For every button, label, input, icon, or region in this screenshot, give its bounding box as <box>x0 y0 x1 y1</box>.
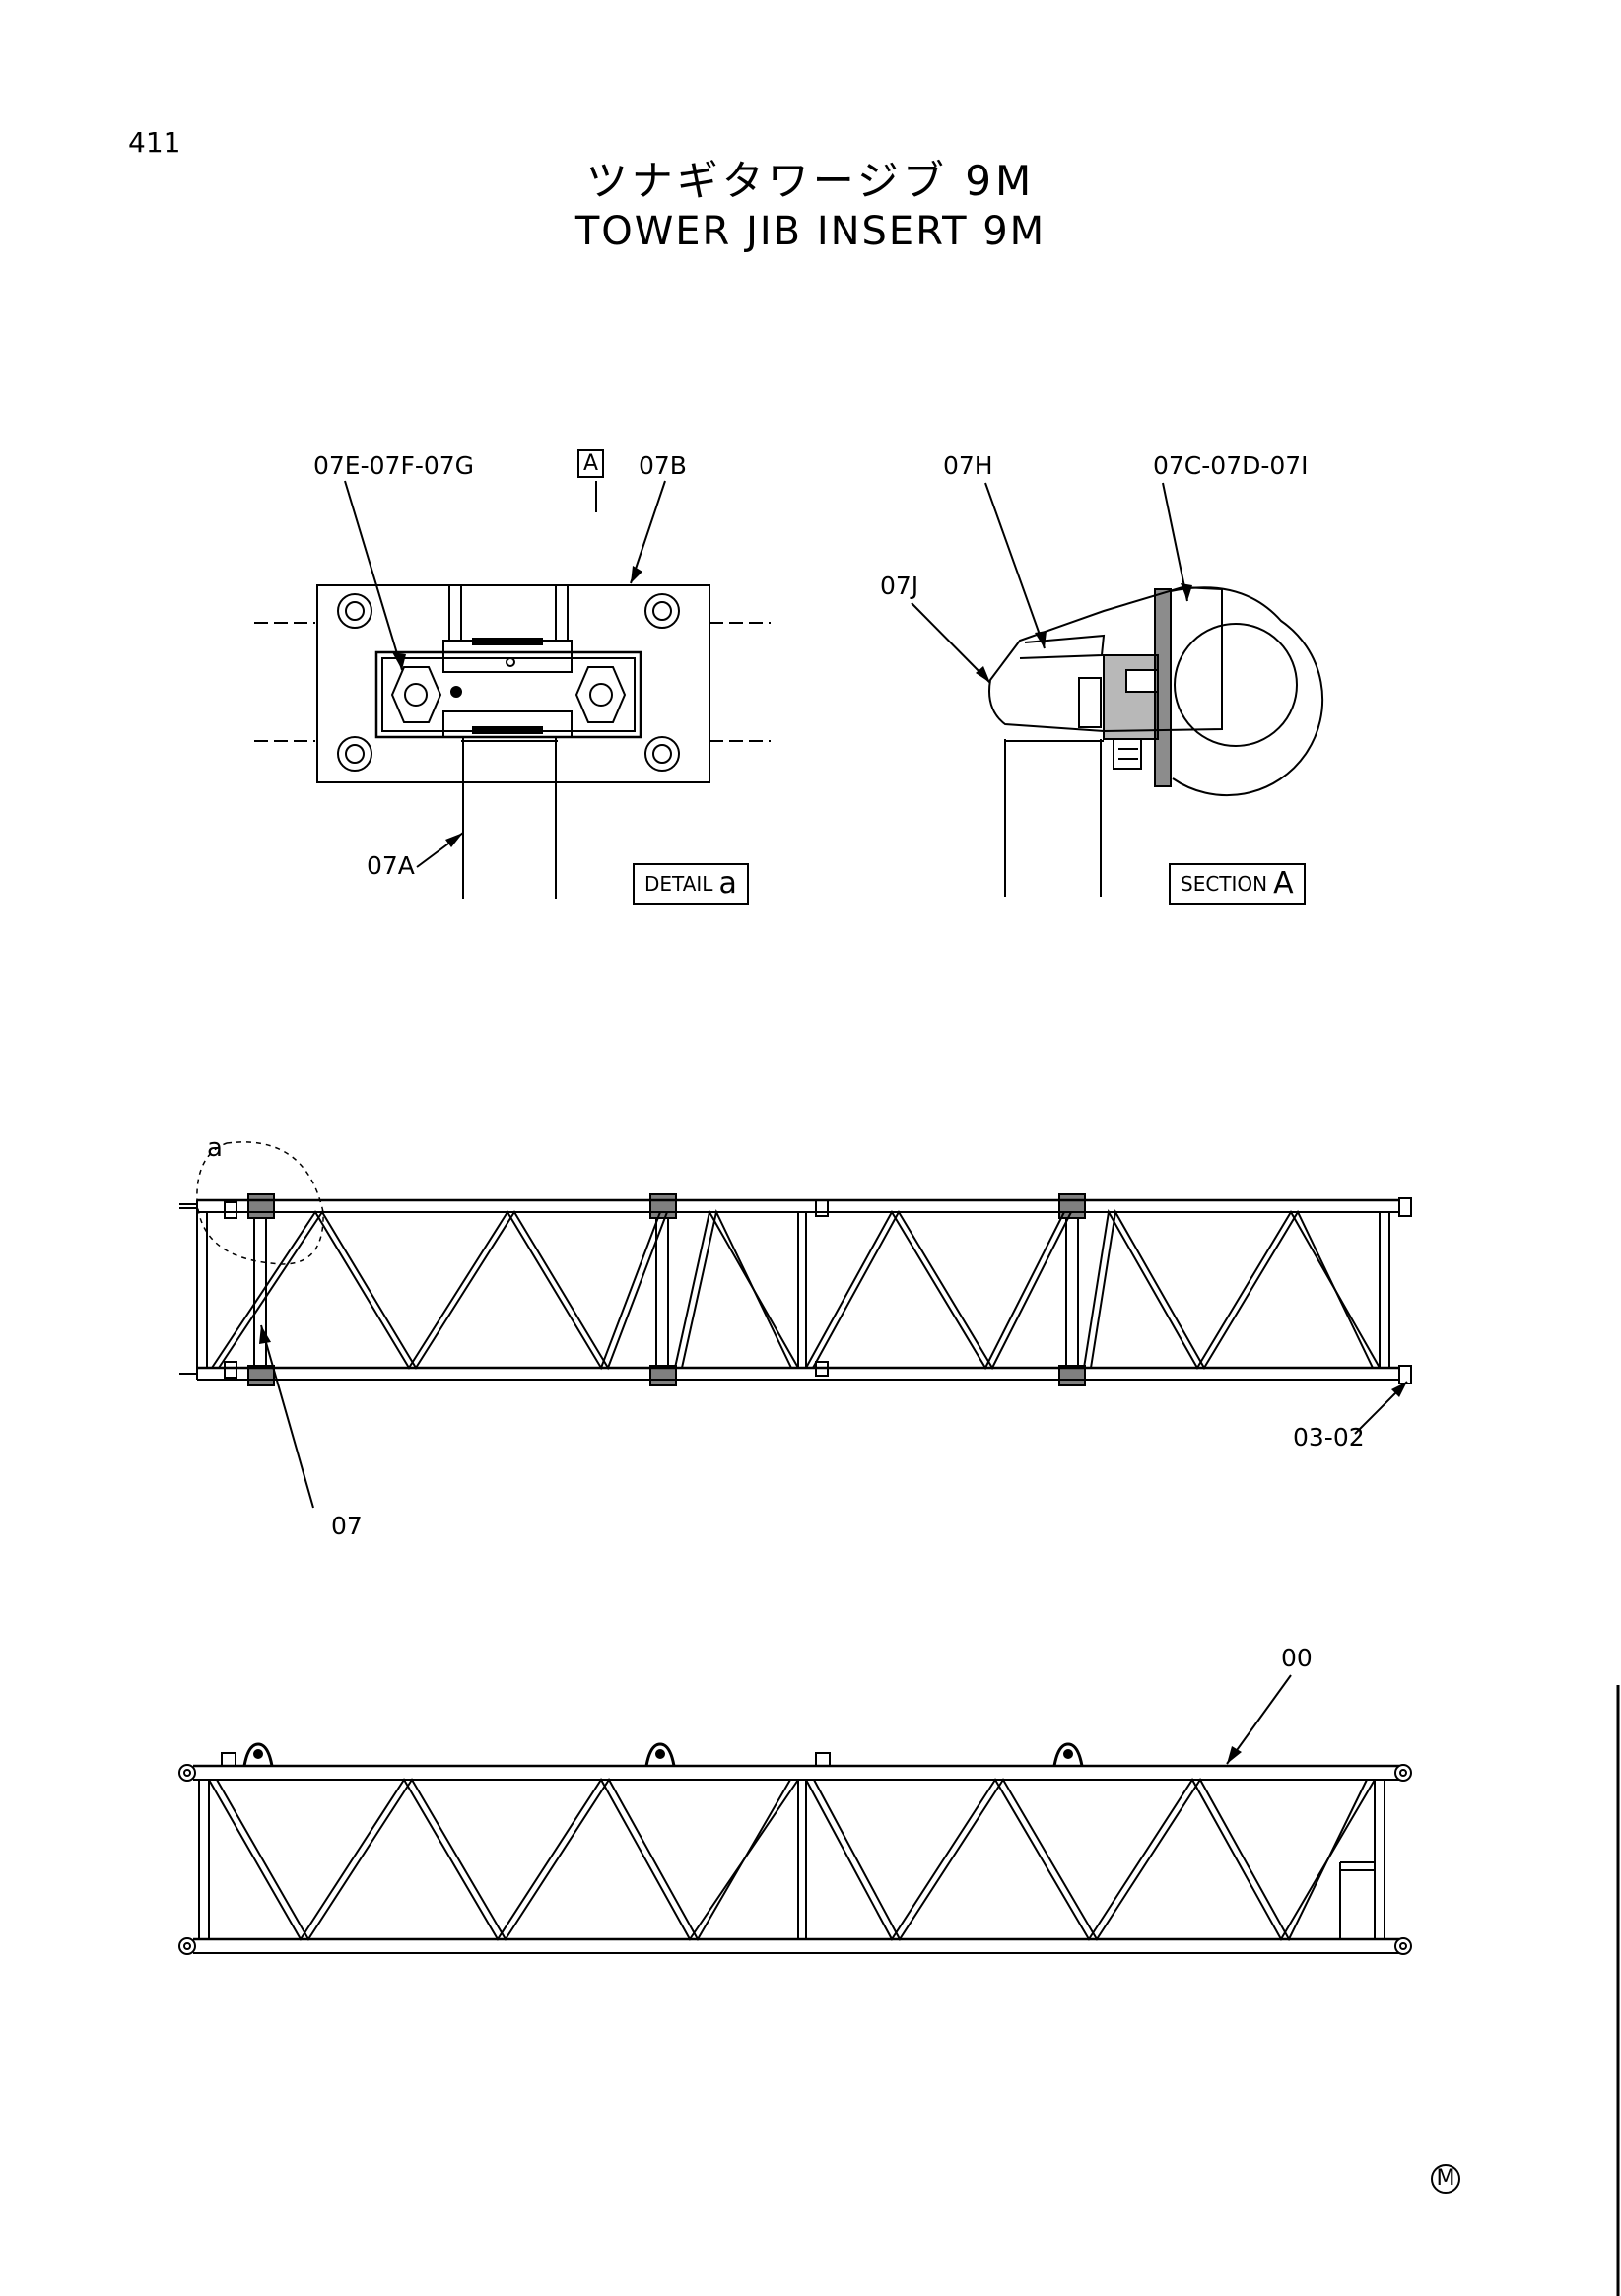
callout-00: 00 <box>1281 1644 1313 1672</box>
callout-07j: 07J <box>880 572 919 600</box>
callout-03-02: 03-02 <box>1293 1423 1365 1452</box>
detail-label-letter: a <box>718 866 737 901</box>
callout-07a: 07A <box>367 851 415 880</box>
page-number: 411 <box>128 126 181 159</box>
detail-a-drawing <box>254 480 771 899</box>
detail-marker-a: a <box>207 1133 223 1163</box>
callout-07e-07f-07g: 07E-07F-07G <box>313 451 475 480</box>
section-label-text: SECTION <box>1181 872 1268 896</box>
callout-07b: 07B <box>639 451 687 480</box>
title-japanese: ツナギタワージブ 9M <box>585 157 1036 205</box>
callout-07h: 07H <box>943 451 993 480</box>
truss-top-view <box>179 1141 1412 1509</box>
corner-m-mark: M <box>1431 2164 1460 2194</box>
section-marker-a: A <box>577 449 605 478</box>
callout-07c-07d-07i: 07C-07D-07I <box>1153 451 1309 480</box>
truss-side-view <box>178 1674 1412 1955</box>
section-a-drawing <box>911 482 1324 897</box>
section-label-letter: A <box>1273 866 1294 901</box>
detail-label-text: DETAIL <box>644 872 713 896</box>
callout-07: 07 <box>331 1512 363 1540</box>
title-english: TOWER JIB INSERT 9M <box>574 209 1047 254</box>
